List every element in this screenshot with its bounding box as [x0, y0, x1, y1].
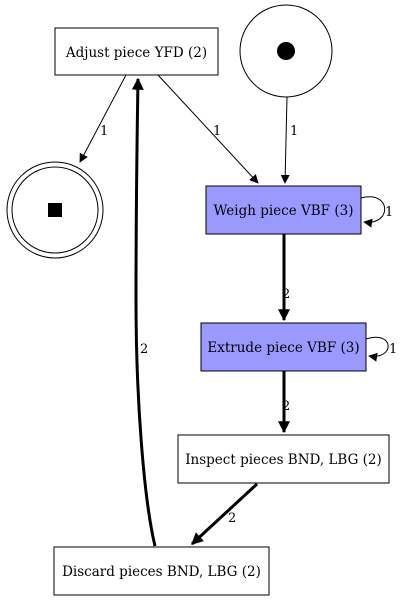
edge-extrude-self: 1	[365, 336, 397, 362]
edge-discard-adjust: 2	[131, 77, 157, 547]
edge-label-weigh-extrude: 2	[282, 287, 290, 302]
edge-label-start-weigh: 1	[290, 124, 298, 139]
edge-label-adjust-end: 1	[100, 124, 108, 139]
edge-label-extrude-self: 1	[389, 342, 397, 357]
end-node	[6, 161, 104, 259]
node-inspect-pieces[interactable]: Inspect pieces BND, LBG (2)	[177, 434, 390, 484]
edge-start-weigh: 1	[280, 96, 298, 184]
node-label-weigh: Weigh piece VBF (3)	[214, 203, 354, 219]
node-discard-pieces[interactable]: Discard pieces BND, LBG (2)	[53, 546, 270, 596]
edge-label-inspect-discard: 2	[228, 511, 236, 526]
node-label-inspect: Inspect pieces BND, LBG (2)	[185, 452, 382, 468]
edge-adjust-weigh: 1	[157, 74, 259, 184]
edge-label-weigh-self: 1	[385, 205, 393, 220]
edge-label-discard-adjust: 2	[140, 342, 148, 357]
edge-label-extrude-inspect: 2	[282, 399, 290, 414]
edge-adjust-end: 1	[79, 74, 127, 163]
edge-extrude-inspect: 2	[278, 371, 290, 434]
start-node	[239, 4, 333, 98]
node-weigh-piece[interactable]: Weigh piece VBF (3)	[205, 185, 362, 235]
edge-inspect-discard: 2	[190, 482, 259, 546]
node-label-adjust: Adjust piece YFD (2)	[65, 45, 207, 61]
node-adjust-piece[interactable]: Adjust piece YFD (2)	[54, 27, 219, 76]
edge-weigh-self: 1	[360, 196, 393, 228]
edge-label-adjust-weigh: 1	[213, 124, 221, 139]
edge-weigh-extrude: 2	[278, 234, 290, 322]
node-label-extrude: Extrude piece VBF (3)	[207, 340, 359, 356]
node-extrude-piece[interactable]: Extrude piece VBF (3)	[200, 322, 367, 372]
node-label-discard: Discard pieces BND, LBG (2)	[62, 564, 261, 580]
